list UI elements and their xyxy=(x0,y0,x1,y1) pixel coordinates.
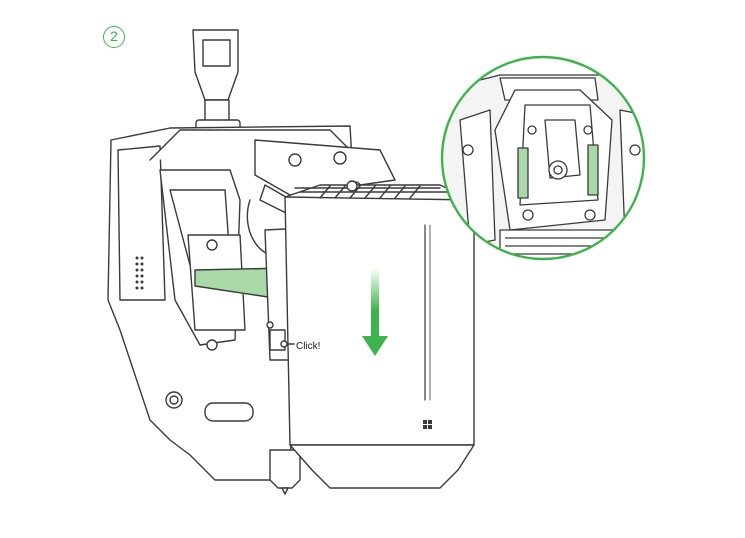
click-indicator xyxy=(280,340,295,348)
filament-inlet xyxy=(192,29,241,135)
nozzle xyxy=(269,449,301,495)
down-arrow-icon xyxy=(362,268,388,356)
step-number-badge: 2 xyxy=(103,26,125,48)
detail-zoom-circle xyxy=(440,55,646,261)
step-number: 2 xyxy=(110,28,118,44)
hotend-cover xyxy=(284,180,475,489)
click-label: Click! xyxy=(296,341,321,352)
